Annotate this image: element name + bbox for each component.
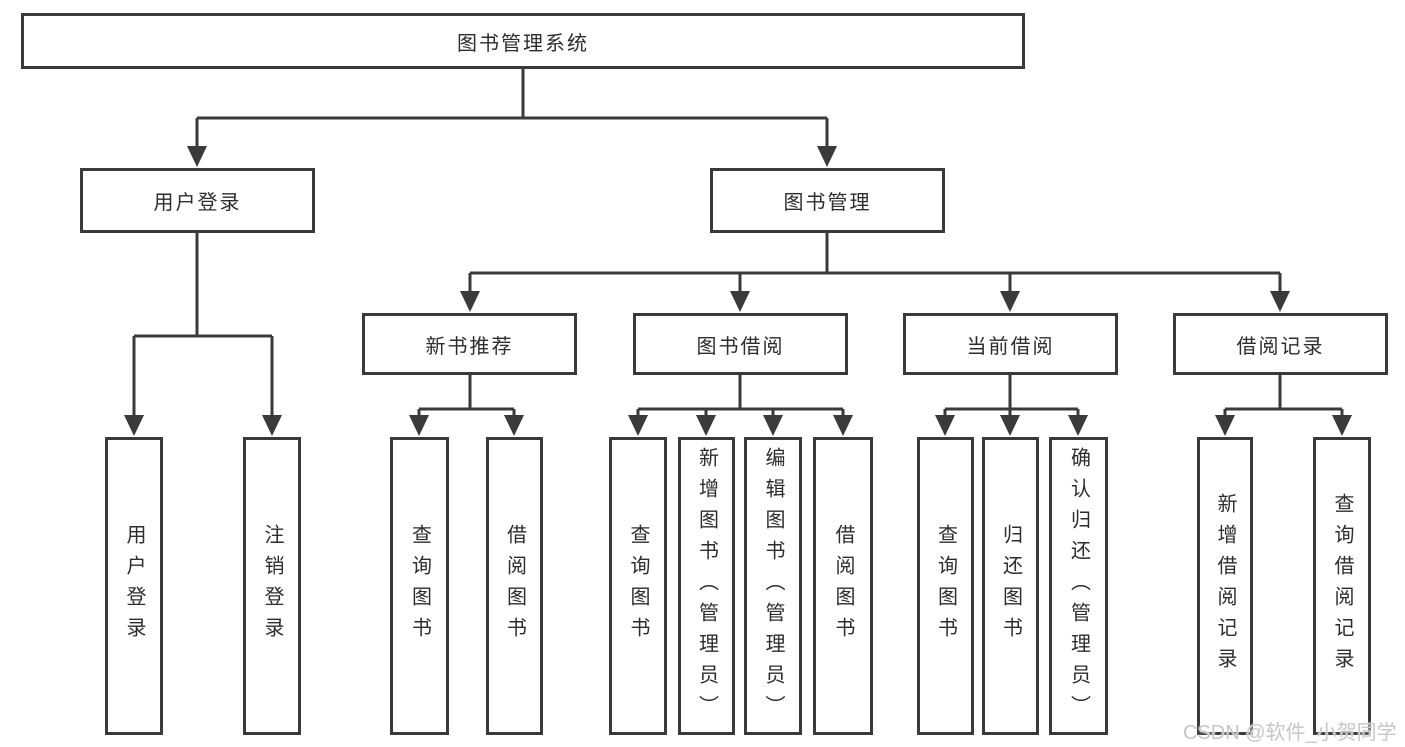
connector-borrow-records bbox=[1223, 375, 1344, 415]
connector-new-book-recommend bbox=[417, 375, 516, 415]
connector-root-trunk bbox=[195, 69, 829, 146]
leaf-label: 用户登录 bbox=[123, 524, 145, 648]
leaf-user-login: 用户登录 bbox=[105, 437, 163, 735]
leaf-query-books-current: 查询图书 bbox=[917, 437, 974, 735]
leaf-return-books: 归还图书 bbox=[982, 437, 1039, 735]
csdn-watermark: CSDN @软件_小贺同学 bbox=[1183, 722, 1397, 744]
node-new-book-recommend: 新书推荐 bbox=[362, 313, 577, 375]
arrowhead bbox=[124, 415, 144, 436]
arrowhead bbox=[763, 415, 783, 436]
node-label: 图书管理系统 bbox=[457, 32, 589, 55]
arrowhead bbox=[187, 146, 207, 167]
leaf-query-borrow-record: 查询借阅记录 bbox=[1313, 437, 1371, 735]
arrowhead bbox=[504, 415, 524, 436]
arrowhead bbox=[833, 415, 853, 436]
node-user-login: 用户登录 bbox=[80, 168, 315, 233]
arrowhead bbox=[935, 415, 955, 436]
node-label: 用户登录 bbox=[153, 192, 242, 214]
leaf-logout: 注销登录 bbox=[243, 437, 301, 735]
leaf-label: 确认归还（管理员） bbox=[1067, 446, 1090, 726]
leaf-add-books-admin: 新增图书（管理员） bbox=[678, 437, 735, 735]
arrowhead bbox=[730, 291, 750, 312]
leaf-label: 查询图书 bbox=[408, 524, 431, 648]
arrowhead bbox=[1270, 291, 1290, 312]
node-book-borrow: 图书借阅 bbox=[633, 313, 848, 375]
leaf-label: 查询图书 bbox=[627, 524, 649, 648]
leaf-label: 查询借阅记录 bbox=[1331, 493, 1353, 679]
leaf-label: 编辑图书（管理员） bbox=[762, 446, 784, 726]
arrowhead bbox=[1332, 415, 1352, 436]
arrowhead bbox=[696, 415, 716, 436]
connector-book-management bbox=[468, 233, 1282, 291]
leaf-label: 查询图书 bbox=[934, 524, 957, 648]
leaf-label: 借阅图书 bbox=[832, 524, 854, 648]
connector-book-borrow bbox=[636, 375, 845, 415]
node-label: 图书管理 bbox=[783, 192, 872, 214]
leaf-query-books-borrow: 查询图书 bbox=[609, 437, 667, 735]
leaf-add-borrow-record: 新增借阅记录 bbox=[1197, 437, 1253, 735]
leaf-edit-books-admin: 编辑图书（管理员） bbox=[744, 437, 802, 735]
arrowhead bbox=[1000, 415, 1020, 436]
arrowhead bbox=[460, 291, 480, 312]
node-label: 图书借阅 bbox=[696, 335, 785, 358]
node-label: 借阅记录 bbox=[1236, 335, 1325, 358]
leaf-label: 归还图书 bbox=[999, 524, 1022, 648]
connector-current-borrow bbox=[943, 375, 1080, 415]
arrowhead bbox=[628, 415, 648, 436]
leaf-label: 注销登录 bbox=[261, 524, 283, 648]
leaf-label: 新增图书（管理员） bbox=[695, 446, 718, 726]
node-book-management: 图书管理 bbox=[710, 168, 945, 233]
arrowhead bbox=[817, 146, 837, 167]
arrowhead bbox=[409, 415, 429, 436]
leaf-borrow-books-recommend: 借阅图书 bbox=[486, 437, 543, 735]
node-current-borrow: 当前借阅 bbox=[903, 313, 1118, 375]
node-label: 新书推荐 bbox=[425, 335, 514, 358]
connector-user-login bbox=[132, 233, 274, 415]
leaf-label: 借阅图书 bbox=[503, 524, 526, 648]
arrowhead bbox=[1000, 291, 1020, 312]
leaf-borrow-books: 借阅图书 bbox=[813, 437, 873, 735]
arrowhead bbox=[262, 415, 282, 436]
arrowhead bbox=[1068, 415, 1088, 436]
leaf-confirm-return-admin: 确认归还（管理员） bbox=[1049, 437, 1108, 735]
node-label: 当前借阅 bbox=[966, 335, 1055, 358]
node-borrow-records: 借阅记录 bbox=[1173, 313, 1388, 375]
leaf-query-books-recommend: 查询图书 bbox=[390, 437, 449, 735]
node-library-management-system: 图书管理系统 bbox=[21, 13, 1025, 69]
arrowheads bbox=[124, 146, 1352, 436]
arrowhead bbox=[1215, 415, 1235, 436]
leaf-label: 新增借阅记录 bbox=[1214, 493, 1236, 679]
